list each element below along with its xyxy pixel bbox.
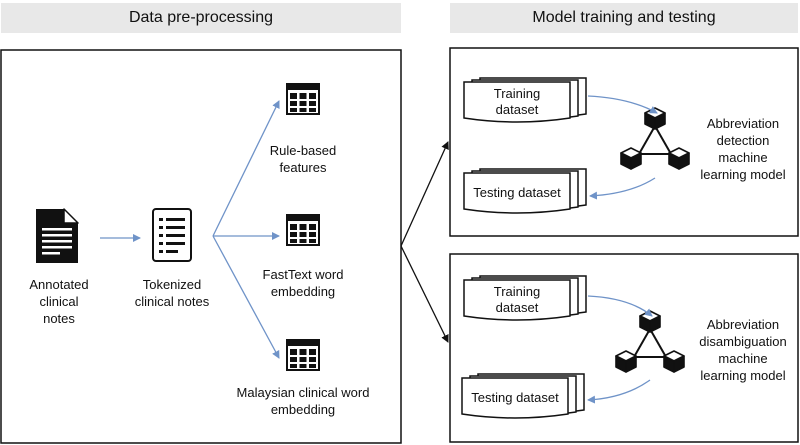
rule-based-label: Rule-based features (269, 143, 337, 175)
preprocessing-header: Data pre-processing (1, 3, 401, 33)
malaysian-table-icon (286, 339, 320, 371)
tokenized-note-icon (152, 208, 192, 262)
arrow-training-to-detection-model (587, 95, 658, 114)
arrow-detection-model-to-testing (589, 177, 656, 200)
tokenized-notes-label: Tokenized clinical notes (134, 277, 210, 309)
disambiguation-testing-label: Testing dataset (471, 390, 559, 405)
detection-training-label: Training dataset (493, 86, 541, 117)
fasttext-label: FastText word embedding (262, 267, 344, 299)
arrow-to-disambiguation (400, 245, 449, 343)
disambiguation-model-label: Abbreviation disambiguation machine lear… (699, 317, 787, 383)
detection-testing-label: Testing dataset (473, 185, 561, 200)
annotated-notes-label: Annotated clinical notes (29, 277, 89, 326)
rule-based-table-icon (286, 83, 320, 115)
detection-panel (449, 47, 799, 237)
disambiguation-model-icon (616, 311, 684, 372)
annotated-note-icon (36, 208, 79, 263)
malaysian-label: Malaysian clinical word embedding (236, 385, 370, 417)
disambiguation-training-label: Training dataset (493, 284, 541, 315)
arrow-to-malaysian (212, 235, 280, 359)
fasttext-table-icon (286, 214, 320, 246)
arrow-to-detection (400, 141, 449, 247)
arrow-training-to-disambiguation-model (587, 295, 653, 317)
disambiguation-panel (449, 253, 799, 443)
detection-model-label: Abbreviation detection machine learning … (700, 116, 786, 182)
detection-model-icon (621, 108, 689, 169)
training-header: Model training and testing (450, 3, 798, 33)
arrow-to-rule-based (212, 100, 280, 237)
arrow-disambiguation-model-to-testing (587, 379, 651, 404)
